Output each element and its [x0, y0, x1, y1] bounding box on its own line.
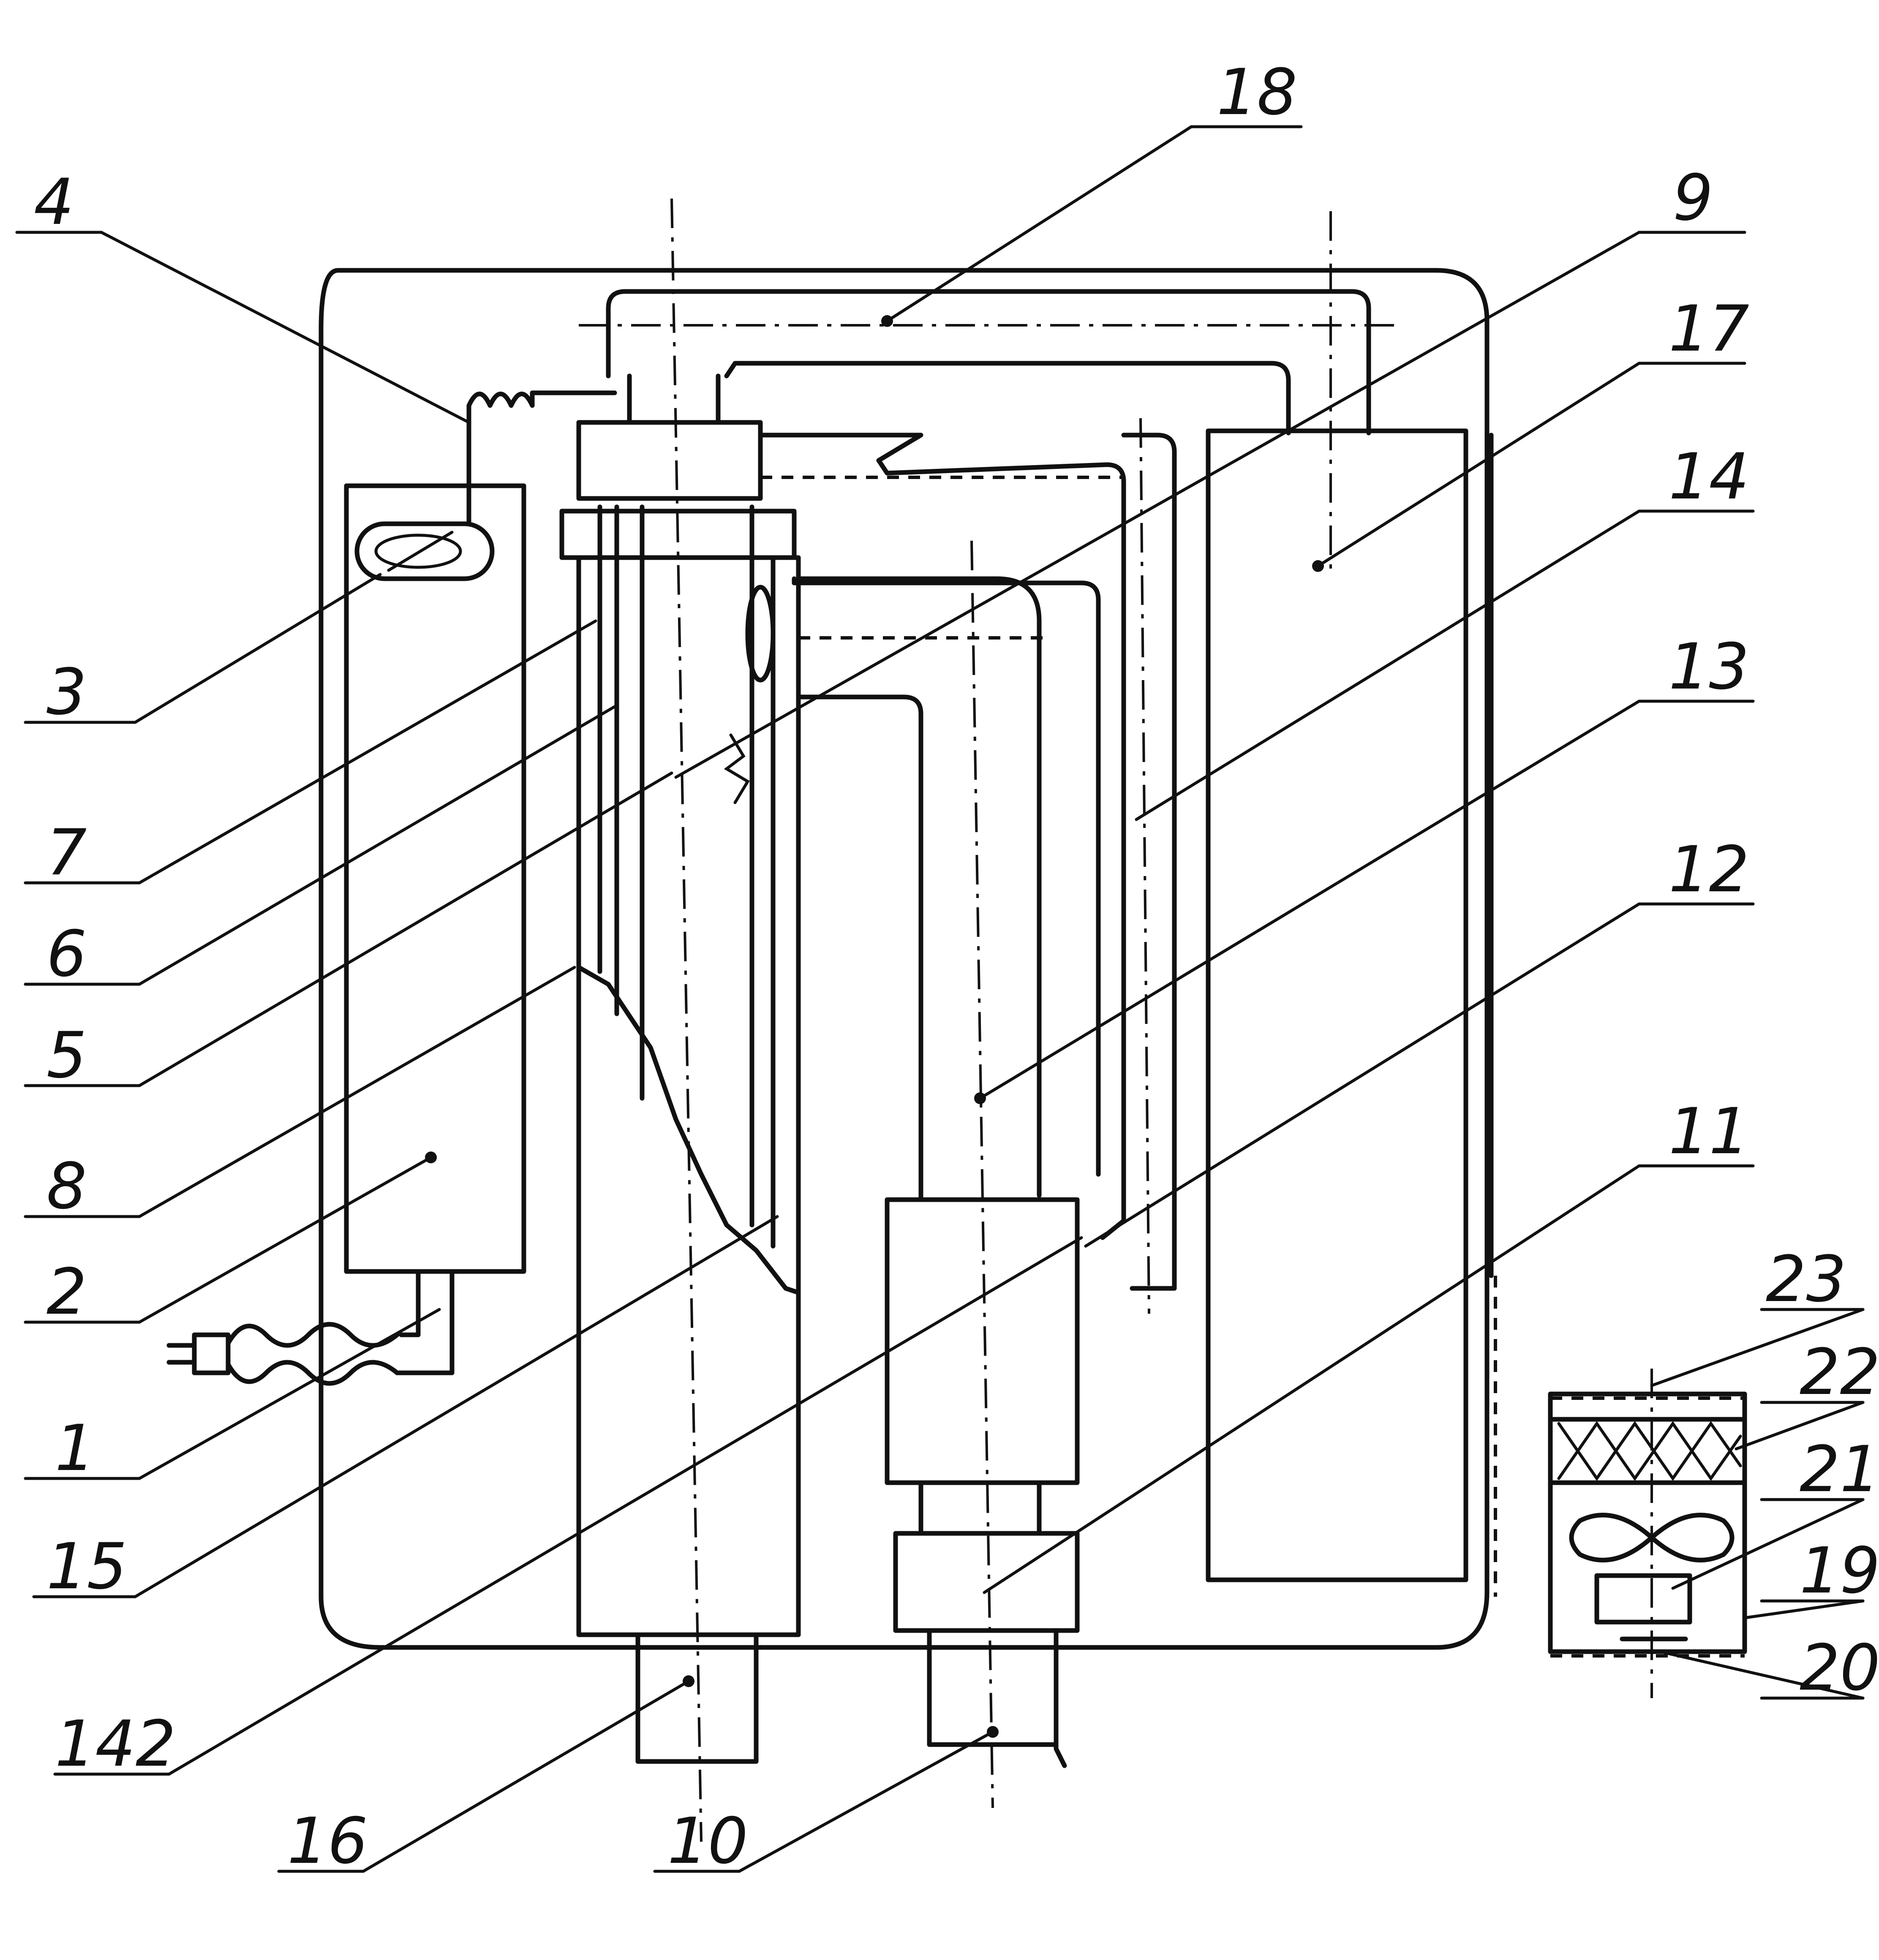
leader-9	[674, 231, 1641, 779]
outer-housing	[319, 268, 1490, 1650]
label-21: 21	[1800, 1433, 1879, 1506]
heating-vessel	[576, 555, 801, 1637]
label-19: 19	[1800, 1534, 1879, 1608]
axis-left	[670, 198, 703, 1842]
leader-2	[138, 1156, 433, 1324]
leader-22	[1735, 1401, 1865, 1451]
label-16: 16	[287, 1805, 368, 1878]
label-9: 9	[1673, 161, 1713, 235]
pipe-loop-a	[758, 433, 1126, 1240]
leader-13	[978, 700, 1641, 1100]
inlet-hose	[1054, 1636, 1067, 1768]
leader-16	[362, 1680, 690, 1873]
label-8: 8	[46, 1150, 87, 1223]
dot-17	[1312, 560, 1324, 572]
leader-15	[133, 1215, 779, 1598]
pipe-loop-b	[792, 580, 1101, 1177]
pump-neck	[918, 1480, 1042, 1536]
label-142: 142	[55, 1707, 176, 1781]
dot-16	[683, 1675, 694, 1687]
power-cord	[395, 1269, 455, 1375]
top-pipe-inner	[724, 361, 1291, 436]
reference-labels: 4 18 9 17 14 13 12 11 3 7 6 5 8 2 1 15 1…	[34, 56, 1879, 1878]
outlet-pipe-16	[635, 1632, 759, 1764]
label-13: 13	[1669, 630, 1749, 704]
axis-center	[970, 540, 994, 1808]
cutaway-line	[576, 965, 801, 1295]
dot-2	[425, 1152, 437, 1163]
leader-8	[138, 966, 576, 1218]
label-underlines	[15, 125, 1865, 1873]
top-pipe-18	[606, 289, 1371, 436]
label-23: 23	[1766, 1243, 1846, 1316]
power-cord-twist	[226, 1322, 400, 1386]
label-6: 6	[46, 917, 87, 991]
label-17: 17	[1669, 292, 1749, 366]
leader-6	[138, 704, 618, 986]
tube-14	[1121, 433, 1177, 1291]
label-1: 1	[55, 1412, 95, 1485]
label-14: 14	[1669, 440, 1749, 514]
label-22: 22	[1800, 1336, 1879, 1409]
label-3: 3	[46, 656, 87, 729]
plug	[192, 1332, 231, 1375]
label-7: 7	[46, 816, 87, 890]
pipe-loop-c	[792, 576, 1042, 1198]
leader-4	[100, 231, 471, 424]
dot-18	[881, 315, 893, 327]
leader-1	[138, 1308, 441, 1480]
pump-nut-11	[893, 1531, 1080, 1633]
heating-coil	[466, 390, 617, 425]
leader-12	[1084, 902, 1641, 1248]
leader-5	[138, 771, 673, 1087]
pipe-loop-d	[796, 694, 923, 1198]
leader-23	[1650, 1308, 1865, 1387]
leader-17	[1316, 362, 1641, 568]
thermostat-stroke	[387, 531, 454, 572]
label-11: 11	[1669, 1095, 1749, 1168]
label-15: 15	[46, 1530, 127, 1603]
leader-3	[133, 573, 382, 724]
leader-11	[983, 1164, 1641, 1594]
leader-19	[1743, 1599, 1865, 1620]
label-20: 20	[1800, 1631, 1879, 1705]
label-5: 5	[46, 1019, 87, 1092]
axis-14	[1139, 418, 1150, 1314]
leader-7	[138, 619, 597, 885]
spark-mark	[724, 733, 750, 804]
label-18: 18	[1217, 56, 1297, 129]
filter-22	[1548, 1417, 1747, 1485]
control-box	[344, 483, 526, 1274]
label-2: 2	[46, 1255, 87, 1329]
leader-14	[1135, 509, 1641, 821]
leader-142	[167, 1236, 1083, 1776]
thermostat-inner	[374, 534, 462, 569]
label-12: 12	[1669, 833, 1749, 906]
dot-10	[987, 1726, 999, 1738]
water-tank	[1206, 428, 1468, 1582]
thermostat-switch	[354, 521, 495, 581]
leader-lines	[100, 125, 1865, 1873]
fan-unit	[1548, 1391, 1747, 1654]
label-4: 4	[34, 166, 74, 239]
leader-10	[738, 1730, 994, 1873]
vessel-cap	[576, 420, 763, 501]
float-element	[745, 585, 776, 683]
leader-18	[885, 125, 1193, 323]
filter-mesh	[1557, 1421, 1742, 1481]
leader-20	[1658, 1650, 1865, 1700]
leader-21	[1671, 1498, 1865, 1590]
anchor-dots	[425, 315, 1324, 1738]
dot-13	[974, 1092, 986, 1104]
label-10: 10	[667, 1805, 748, 1878]
fan-motor-20	[1594, 1573, 1692, 1625]
